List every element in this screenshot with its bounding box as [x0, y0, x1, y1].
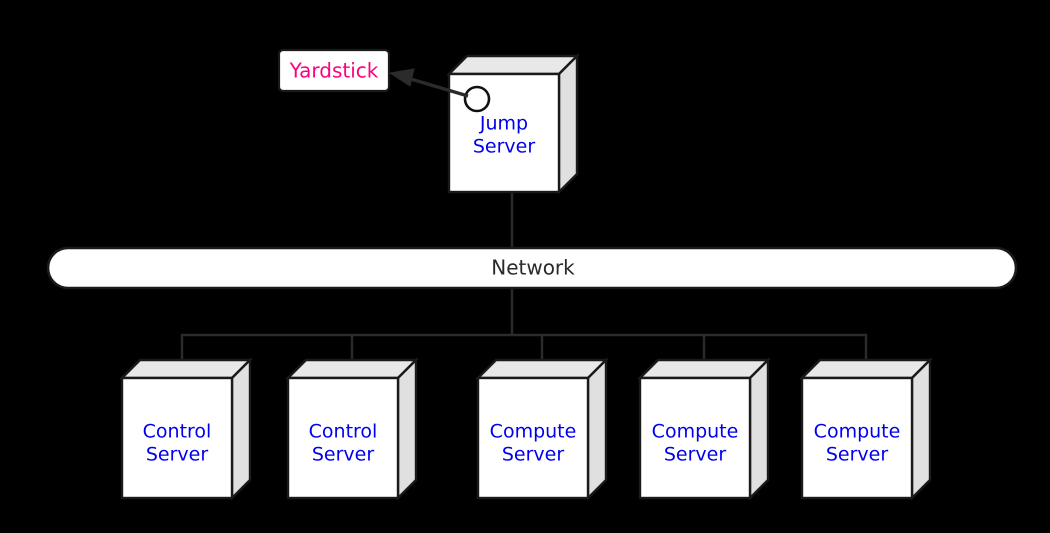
- server-label-line2: Server: [826, 444, 888, 466]
- server-front-face: [120, 376, 234, 500]
- yardstick-arrow: [388, 68, 469, 98]
- server-node-compute-2[interactable]: Compute Server: [637, 357, 771, 501]
- server-node-compute-1[interactable]: Compute Server: [475, 357, 609, 501]
- server-front-face: [800, 376, 914, 500]
- server-side-face: [748, 357, 770, 501]
- yardstick-label: Yardstick: [289, 59, 379, 83]
- jump-server-top-face: [446, 54, 580, 76]
- server-node-control-2[interactable]: Control Server: [285, 357, 419, 501]
- network-bus[interactable]: Network: [46, 246, 1018, 290]
- server-row: Control Server Control Server Compute Se…: [119, 357, 933, 501]
- network-bar-shape: [46, 246, 1018, 290]
- server-front-face: [286, 376, 400, 500]
- server-node-compute-3[interactable]: Compute Server: [799, 357, 933, 501]
- server-label-line1: Control: [143, 421, 212, 443]
- server-label-line2: Server: [664, 444, 726, 466]
- server-side-face: [586, 357, 608, 501]
- jump-server-label-line2: Server: [473, 136, 535, 158]
- server-front-face: [638, 376, 752, 500]
- server-side-face: [910, 357, 932, 501]
- server-node-control-1[interactable]: Control Server: [119, 357, 253, 501]
- server-top-face: [637, 358, 771, 380]
- jump-server-front-face: [447, 72, 561, 194]
- server-top-face: [119, 358, 253, 380]
- server-side-face: [396, 357, 418, 501]
- server-top-face: [799, 358, 933, 380]
- server-label-line1: Compute: [652, 421, 739, 443]
- circle-port-icon: [463, 85, 491, 113]
- server-top-face: [285, 358, 419, 380]
- jump-server-label-line1: Jump: [479, 113, 528, 135]
- server-label-line1: Control: [309, 421, 378, 443]
- yardstick-arrow-head: [388, 68, 415, 87]
- server-front-face: [476, 376, 590, 500]
- jump-server-side-face: [557, 53, 579, 195]
- yardstick-box: [277, 48, 391, 93]
- server-side-face: [230, 357, 252, 501]
- server-label-line2: Server: [502, 444, 564, 466]
- network-label: Network: [491, 256, 575, 280]
- server-label-line2: Server: [146, 444, 208, 466]
- jump-server-node[interactable]: Jump Server: [446, 53, 580, 195]
- yardstick-arrow-shaft: [403, 75, 469, 98]
- server-top-face: [475, 358, 609, 380]
- yardstick-callout[interactable]: Yardstick: [277, 48, 391, 93]
- server-label-line1: Compute: [814, 421, 901, 443]
- server-label-line2: Server: [312, 444, 374, 466]
- server-label-line1: Compute: [490, 421, 577, 443]
